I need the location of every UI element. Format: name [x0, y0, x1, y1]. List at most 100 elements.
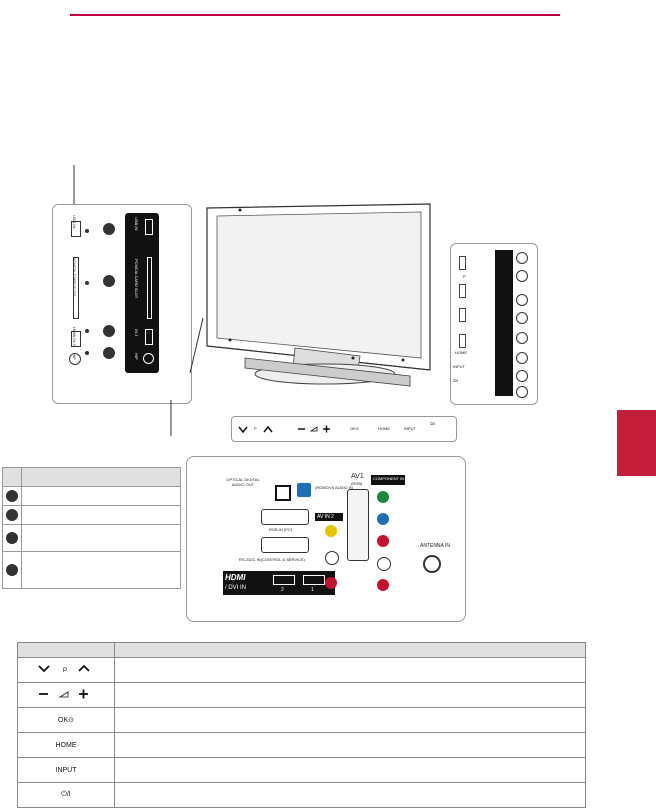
- inner-pcmcia-label: PCMCIA CARD SLOT: [134, 259, 139, 299]
- comp-audio-r-icon: [377, 579, 389, 591]
- inner-hdmi-label: IN 3: [134, 329, 139, 337]
- ctrl-p-label: P: [463, 274, 466, 279]
- ctrl-key-icon: [459, 334, 466, 348]
- side-inner-panel: USB IN PCMCIA CARD SLOT IN 3 H/P: [125, 213, 159, 373]
- rs232-port-icon: [261, 537, 309, 553]
- headphone-jack-icon: [143, 353, 154, 364]
- table-row: OK⊙: [17, 707, 586, 733]
- audio-r-jack-icon: [325, 577, 337, 589]
- hdmi-port-icon: [145, 329, 153, 345]
- callout-line: [73, 165, 75, 207]
- av-in2-header: [315, 513, 343, 521]
- down-button-icon[interactable]: [516, 270, 528, 282]
- hdmi2-label: 2: [281, 587, 284, 593]
- legend-dot-4: [6, 564, 18, 576]
- rs232-label: RS-232C IN(CONTROL & SERVICE): [239, 557, 306, 562]
- legend-dot-2: [6, 509, 18, 521]
- callout-line: [170, 400, 172, 436]
- side-panel-box: USB IN PCMCIA CARD SLOT HDMI IN 3 H/P US…: [52, 204, 192, 404]
- legend-dot-3: [6, 532, 18, 544]
- callout-dot-2: [103, 275, 115, 287]
- bar-p-label: P: [254, 426, 257, 431]
- button-table: P OK⊙ HOME INPUT ⏻/I: [17, 642, 586, 808]
- rgb-port-icon: [261, 509, 309, 525]
- hdmi-port-icon: [71, 331, 81, 347]
- volume-icons: [39, 689, 88, 699]
- rear-panel-box: OPTICAL DIGITAL AUDIO OUT (RGB/DVI) AUDI…: [186, 456, 466, 622]
- dvi-label: / DVI IN: [225, 585, 247, 591]
- audio-in-port-icon: [297, 483, 311, 497]
- header-rule: [70, 14, 560, 16]
- ctrl-key-icon: [459, 256, 466, 270]
- av1-sub-label: (RGB): [351, 481, 363, 486]
- rgb-audio-label: (RGB/DVI) AUDIO IN: [315, 485, 353, 490]
- table-row: INPUT: [17, 757, 586, 783]
- legend-table: [2, 467, 181, 589]
- pr-jack-icon: [377, 535, 389, 547]
- tv-illustration: [189, 203, 431, 387]
- hdmi1-label: 1: [311, 587, 314, 593]
- scart-port-icon: [347, 489, 369, 561]
- hdmi2-port-icon: [273, 575, 295, 585]
- bottom-control-bar: P OK⊙ HOME INPUT ⏻/I: [231, 416, 457, 442]
- component-header: [371, 475, 405, 485]
- table-row: HOME: [17, 732, 586, 758]
- channel-icons: P: [38, 664, 90, 674]
- ctrl-key-icon: [459, 308, 466, 322]
- plus-button-icon[interactable]: [516, 294, 528, 306]
- ctrl-ok-label: HOME: [455, 350, 467, 355]
- hdmi1-port-icon: [303, 575, 325, 585]
- bar-home-label: HOME: [378, 426, 390, 431]
- comp-audio-l-icon: [377, 557, 391, 571]
- ok-icon: OK⊙: [17, 707, 115, 733]
- ctrl-circle-column: [515, 250, 529, 398]
- side-outer-column: USB IN PCMCIA CARD SLOT HDMI IN 3 H/P: [61, 213, 83, 373]
- inner-hp-label: H/P: [134, 353, 139, 360]
- channel-arrows-icon: [238, 425, 273, 434]
- svg-text:P: P: [63, 668, 67, 674]
- marker-dot: [85, 229, 89, 233]
- ctrl-key-icon: [459, 284, 466, 298]
- video-jack-icon: [325, 525, 337, 537]
- table-row: [17, 682, 586, 708]
- home-button-icon[interactable]: [516, 352, 528, 364]
- pcmcia-slot-icon: [147, 257, 152, 319]
- side-control-box: P HOME INPUT ⏻/I: [450, 243, 538, 405]
- power-icon: ⏻/I: [17, 782, 115, 808]
- callout-dot-4: [103, 347, 115, 359]
- bar-input-label: INPUT: [404, 426, 416, 431]
- hdmi-logo: HDMI: [225, 573, 246, 582]
- y-jack-icon: [377, 491, 389, 503]
- up-button-icon[interactable]: [516, 252, 528, 264]
- antenna-label: ANTENNA IN: [419, 543, 450, 549]
- component-label: COMPONENT IN: [373, 476, 405, 481]
- ok-button-icon[interactable]: [516, 332, 528, 344]
- headphone-jack-icon: [69, 353, 81, 365]
- bar-power-label: ⏻/I: [430, 421, 436, 426]
- section-tab: [617, 410, 656, 476]
- usb-port-icon: [145, 219, 153, 235]
- rgb-in-label: RGB IN (PC): [269, 527, 293, 532]
- audio-l-jack-icon: [325, 551, 339, 565]
- table-row: ⏻/I: [17, 782, 586, 808]
- marker-dot: [85, 281, 89, 285]
- av1-label: AV1: [351, 473, 364, 480]
- usb-port-icon: [71, 221, 81, 237]
- minus-button-icon[interactable]: [516, 312, 528, 324]
- optical-port-icon: [275, 485, 291, 501]
- pb-jack-icon: [377, 513, 389, 525]
- callout-dot-1: [103, 223, 115, 235]
- av-in2-label: AV IN 2: [317, 514, 334, 520]
- ctrl-dark-strip: [495, 250, 513, 396]
- pcmcia-slot-icon: [73, 257, 79, 319]
- marker-dot: [85, 351, 89, 355]
- table-row: P: [17, 657, 586, 683]
- marker-dot: [85, 329, 89, 333]
- power-button-icon[interactable]: [516, 386, 528, 398]
- bar-ok-label: OK⊙: [350, 426, 360, 431]
- legend-dot-1: [6, 490, 18, 502]
- input-icon: INPUT: [17, 757, 115, 783]
- input-button-icon[interactable]: [516, 370, 528, 382]
- antenna-port-icon: [423, 555, 441, 573]
- home-icon: HOME: [17, 732, 115, 758]
